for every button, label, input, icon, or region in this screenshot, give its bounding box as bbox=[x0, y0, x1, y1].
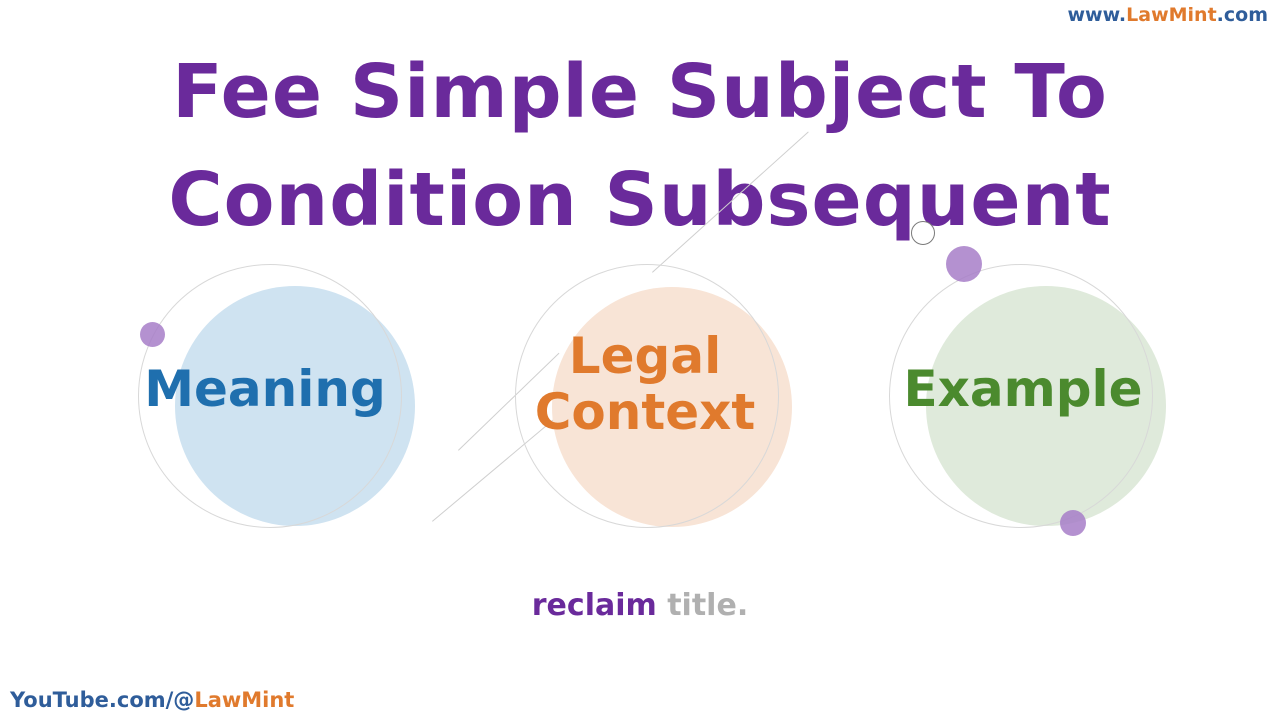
site-url-prefix: www. bbox=[1067, 4, 1127, 26]
accent-ring-dot bbox=[911, 221, 935, 245]
topic-legal-context[interactable]: Legal Context bbox=[520, 328, 770, 440]
tagline-word1: reclaim bbox=[531, 588, 657, 623]
site-url-suffix: .com bbox=[1216, 4, 1268, 26]
tagline-word2: title. bbox=[667, 588, 749, 623]
youtube-link-handle: LawMint bbox=[194, 688, 295, 712]
topic-example-label: Example bbox=[903, 360, 1143, 418]
page-title-line1: Fee Simple Subject To bbox=[172, 49, 1108, 135]
legal-context-circle-outline bbox=[515, 264, 779, 528]
youtube-link-prefix: YouTube.com/@ bbox=[10, 688, 195, 712]
site-url[interactable]: www.LawMint.com bbox=[1067, 4, 1268, 26]
accent-dot bbox=[946, 246, 982, 282]
topic-example[interactable]: Example bbox=[888, 360, 1158, 418]
page-title: Fee Simple Subject To Condition Subseque… bbox=[0, 38, 1280, 254]
topic-meaning-label: Meaning bbox=[144, 360, 386, 418]
topic-legal-context-line1: Legal bbox=[568, 327, 722, 385]
tagline: reclaim title. bbox=[0, 588, 1280, 623]
accent-dot bbox=[1060, 510, 1086, 536]
topic-meaning[interactable]: Meaning bbox=[130, 360, 400, 418]
topic-legal-context-line2: Context bbox=[534, 383, 756, 441]
youtube-link[interactable]: YouTube.com/@LawMint bbox=[10, 688, 294, 712]
accent-dot bbox=[140, 322, 165, 347]
site-url-brand: LawMint bbox=[1126, 4, 1217, 26]
meaning-circle-outline bbox=[138, 264, 402, 528]
page-title-line2: Condition Subsequent bbox=[168, 157, 1112, 243]
example-circle-outline bbox=[889, 264, 1153, 528]
